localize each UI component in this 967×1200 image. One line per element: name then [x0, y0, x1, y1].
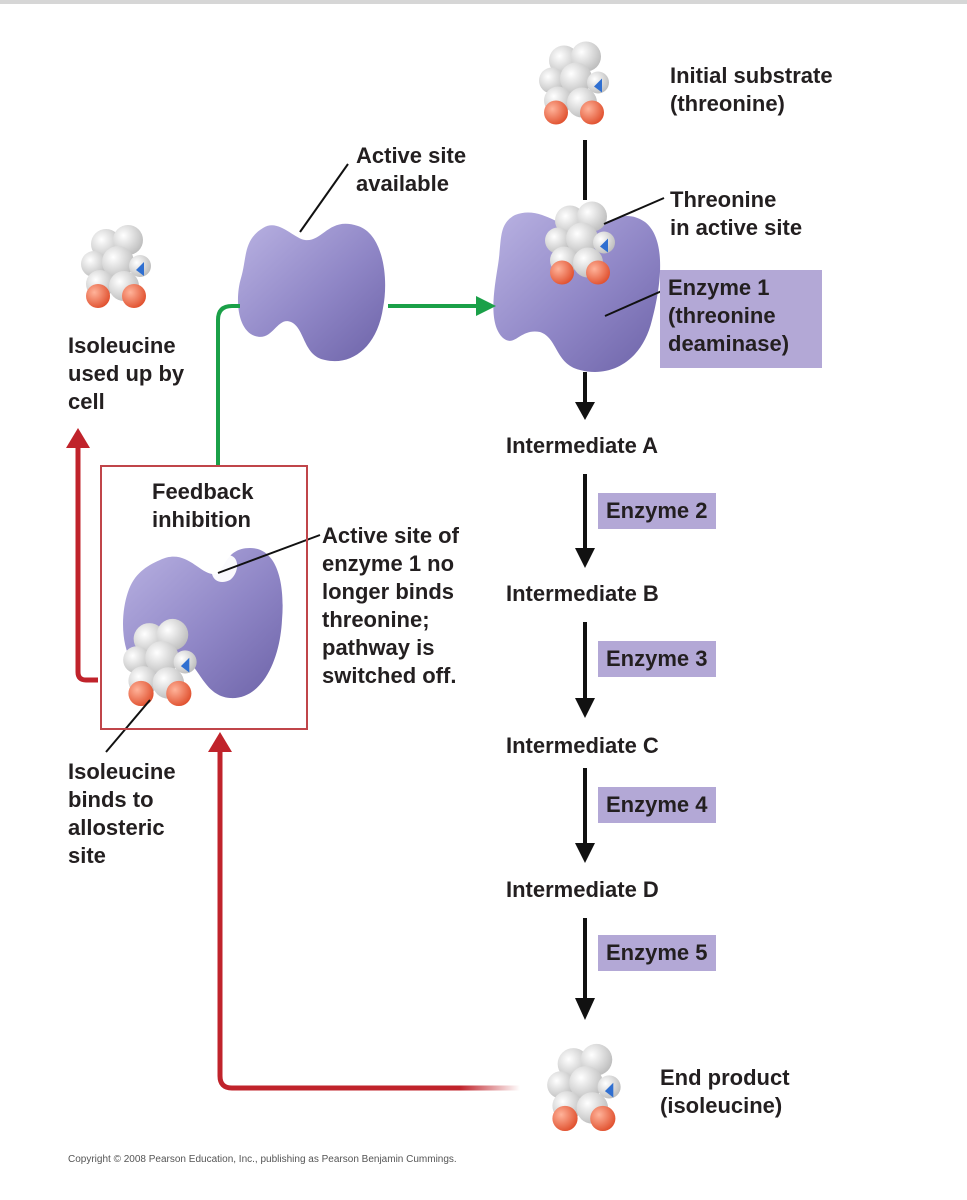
copyright-text: Copyright © 2008 Pearson Education, Inc.… — [68, 1154, 457, 1165]
enzyme-1-bound — [493, 212, 661, 372]
enzyme-5-label: Enzyme 5 — [598, 935, 716, 971]
enzyme-1-label: Enzyme 1 (threonine deaminase) — [660, 270, 822, 368]
initial-substrate-label: Initial substrate (threonine) — [670, 63, 833, 116]
threonine-molecule-bound — [545, 201, 615, 285]
enzyme-active-site-available — [237, 223, 386, 362]
isoleucine-molecule-used — [81, 225, 151, 308]
isoleucine-binds-allosteric-label: Isoleucine binds to allosteric site — [68, 759, 176, 868]
threonine-molecule-initial — [539, 41, 609, 125]
intermediate-a-label: Intermediate A — [506, 433, 659, 458]
enzyme-3-label: Enzyme 3 — [598, 641, 716, 677]
end-product-label: End product (isoleucine) — [660, 1065, 790, 1118]
feedback-inhibition-label: Feedback inhibition — [152, 479, 254, 532]
top-border — [0, 0, 967, 4]
intermediate-b-label: Intermediate B — [506, 581, 659, 606]
intermediate-c-label: Intermediate C — [506, 733, 659, 758]
active-site-available-label: Active site available — [356, 143, 467, 196]
threonine-in-active-site-label: Threonine in active site — [670, 187, 803, 240]
feedback-inhibition-box — [100, 465, 308, 730]
enzyme-4-label: Enzyme 4 — [598, 787, 716, 823]
isoleucine-molecule-end — [547, 1043, 621, 1132]
enzyme-2-label: Enzyme 2 — [598, 493, 716, 529]
isoleucine-used-up-label: Isoleucine used up by cell — [68, 333, 185, 414]
active-site-no-longer-binds-label: Active site of enzyme 1 no longer binds … — [322, 523, 459, 688]
intermediate-d-label: Intermediate D — [506, 877, 659, 902]
